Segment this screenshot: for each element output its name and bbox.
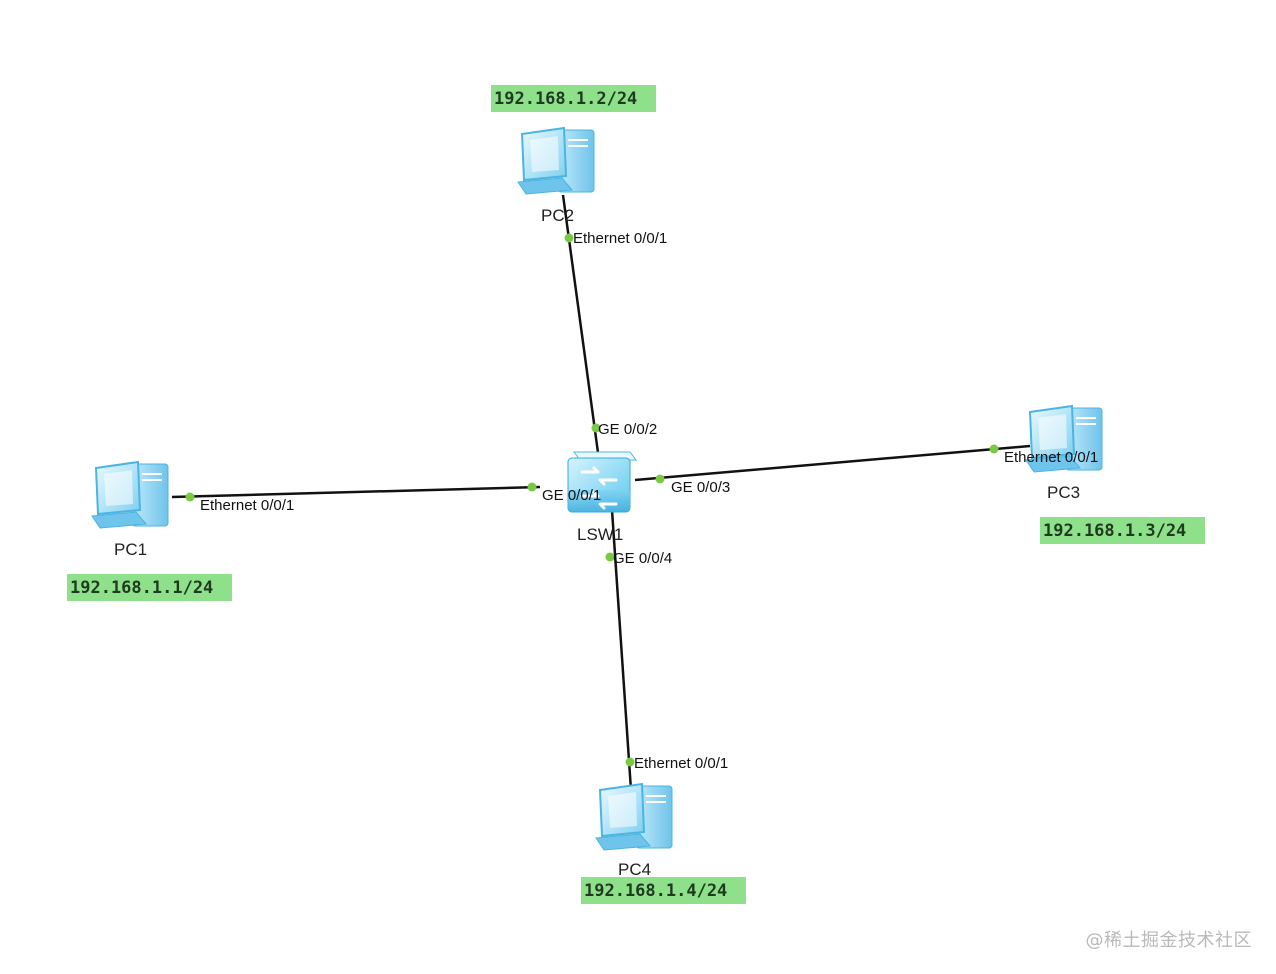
lsw1-ge2-label: GE 0/0/2 xyxy=(598,421,657,438)
link-pc4-lsw1[interactable] xyxy=(610,509,633,791)
port-dot-pc3-eth xyxy=(989,444,999,454)
link-pc3-lsw1[interactable] xyxy=(634,444,1031,482)
pc1-device[interactable] xyxy=(91,460,169,529)
pc2-ip-tag: 192.168.1.2/24 xyxy=(491,85,656,112)
pc-icon xyxy=(1025,404,1103,473)
port-dot-lsw1-ge3 xyxy=(655,474,665,484)
lsw1-ge3-label: GE 0/0/3 xyxy=(671,479,730,496)
link-pc1-lsw1[interactable] xyxy=(171,485,541,499)
pc2-label: PC2 xyxy=(541,206,574,225)
pc3-label: PC3 xyxy=(1047,483,1080,502)
port-dot-lsw1-ge2 xyxy=(591,423,601,433)
lsw1-ge1-label: GE 0/0/1 xyxy=(542,487,601,504)
pc4-device[interactable] xyxy=(595,782,673,851)
pc1-port-label: Ethernet 0/0/1 xyxy=(200,497,294,514)
pc-icon xyxy=(91,460,169,529)
lsw1-ge4-label: GE 0/0/4 xyxy=(613,550,672,567)
pc4-ip-tag: 192.168.1.4/24 xyxy=(581,877,746,904)
switch-lsw1[interactable] xyxy=(567,451,637,513)
pc2-port-label: Ethernet 0/0/1 xyxy=(573,230,667,247)
port-dot-pc2-eth xyxy=(564,233,574,243)
pc3-ip-tag: 192.168.1.3/24 xyxy=(1040,517,1205,544)
port-dot-pc4-eth xyxy=(625,757,635,767)
switch-icon xyxy=(567,451,637,513)
pc1-ip-text: 192.168.1.1/24 xyxy=(70,578,213,598)
port-dot-lsw1-ge4 xyxy=(605,552,615,562)
pc-icon xyxy=(595,782,673,851)
watermark: @稀土掘金技术社区 xyxy=(1085,930,1252,951)
pc2-device[interactable] xyxy=(517,126,595,195)
pc1-label: PC1 xyxy=(114,540,147,559)
switch-label: LSW1 xyxy=(577,525,623,544)
pc3-device[interactable] xyxy=(1025,404,1103,473)
pc4-ip-text: 192.168.1.4/24 xyxy=(584,881,727,901)
pc4-label: PC4 xyxy=(618,860,651,879)
port-dot-pc1-eth xyxy=(185,492,195,502)
pc1-ip-tag: 192.168.1.1/24 xyxy=(67,574,232,601)
pc3-ip-text: 192.168.1.3/24 xyxy=(1043,521,1186,541)
pc2-ip-text: 192.168.1.2/24 xyxy=(494,89,637,109)
port-dots xyxy=(185,233,999,767)
pc3-port-label: Ethernet 0/0/1 xyxy=(1004,449,1098,466)
port-dot-lsw1-ge1 xyxy=(527,482,537,492)
pc-icon xyxy=(517,126,595,195)
pc4-port-label: Ethernet 0/0/1 xyxy=(634,755,728,772)
